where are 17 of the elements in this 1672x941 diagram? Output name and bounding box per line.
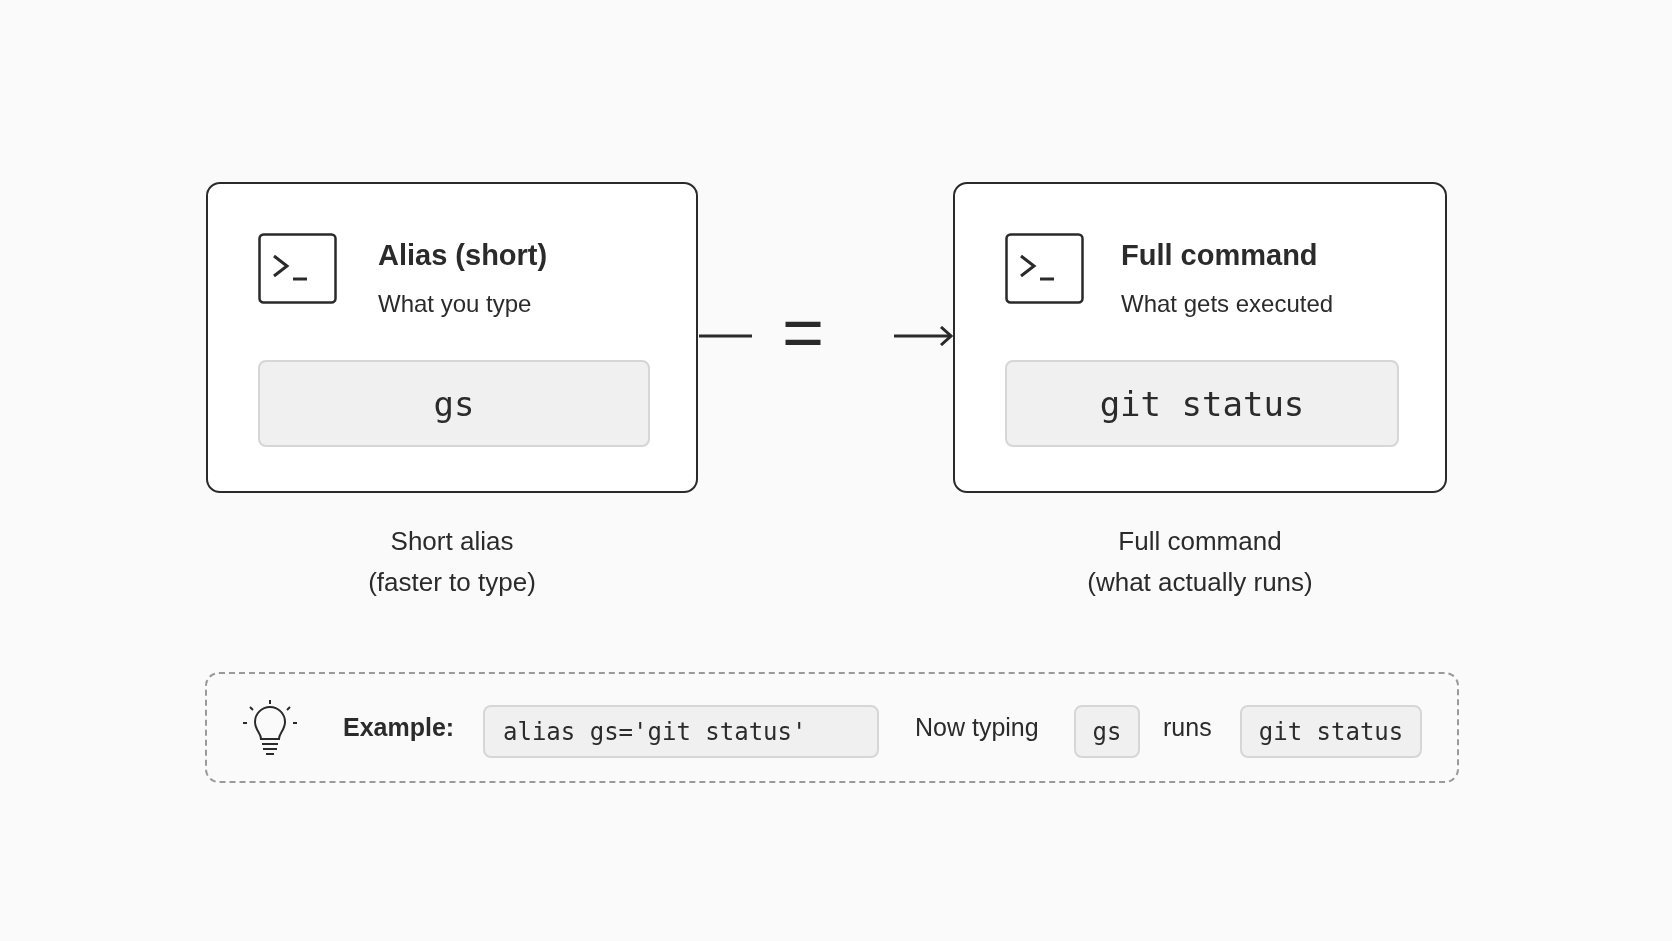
node-label: Full command (what actually runs) (1086, 525, 1314, 599)
code-block: gs (258, 360, 650, 447)
code-block: git status (1005, 360, 1399, 447)
card-title: Alias (short) (378, 239, 548, 272)
example-label: Example: (343, 713, 455, 742)
example-panel (205, 672, 1459, 783)
card-title: Full command (1121, 239, 1318, 272)
example-text: runs (1163, 713, 1212, 742)
card (206, 182, 698, 493)
code-block: git status (1240, 705, 1422, 758)
node-label: Short alias (faster to type) (367, 525, 537, 599)
card-subtitle: What gets executed (1121, 290, 1334, 318)
card (953, 182, 1447, 493)
example-text: Now typing (915, 713, 1039, 742)
code-block: gs (1074, 705, 1140, 758)
card-subtitle: What you type (378, 290, 532, 318)
code-block: alias gs='git status' (483, 705, 879, 758)
